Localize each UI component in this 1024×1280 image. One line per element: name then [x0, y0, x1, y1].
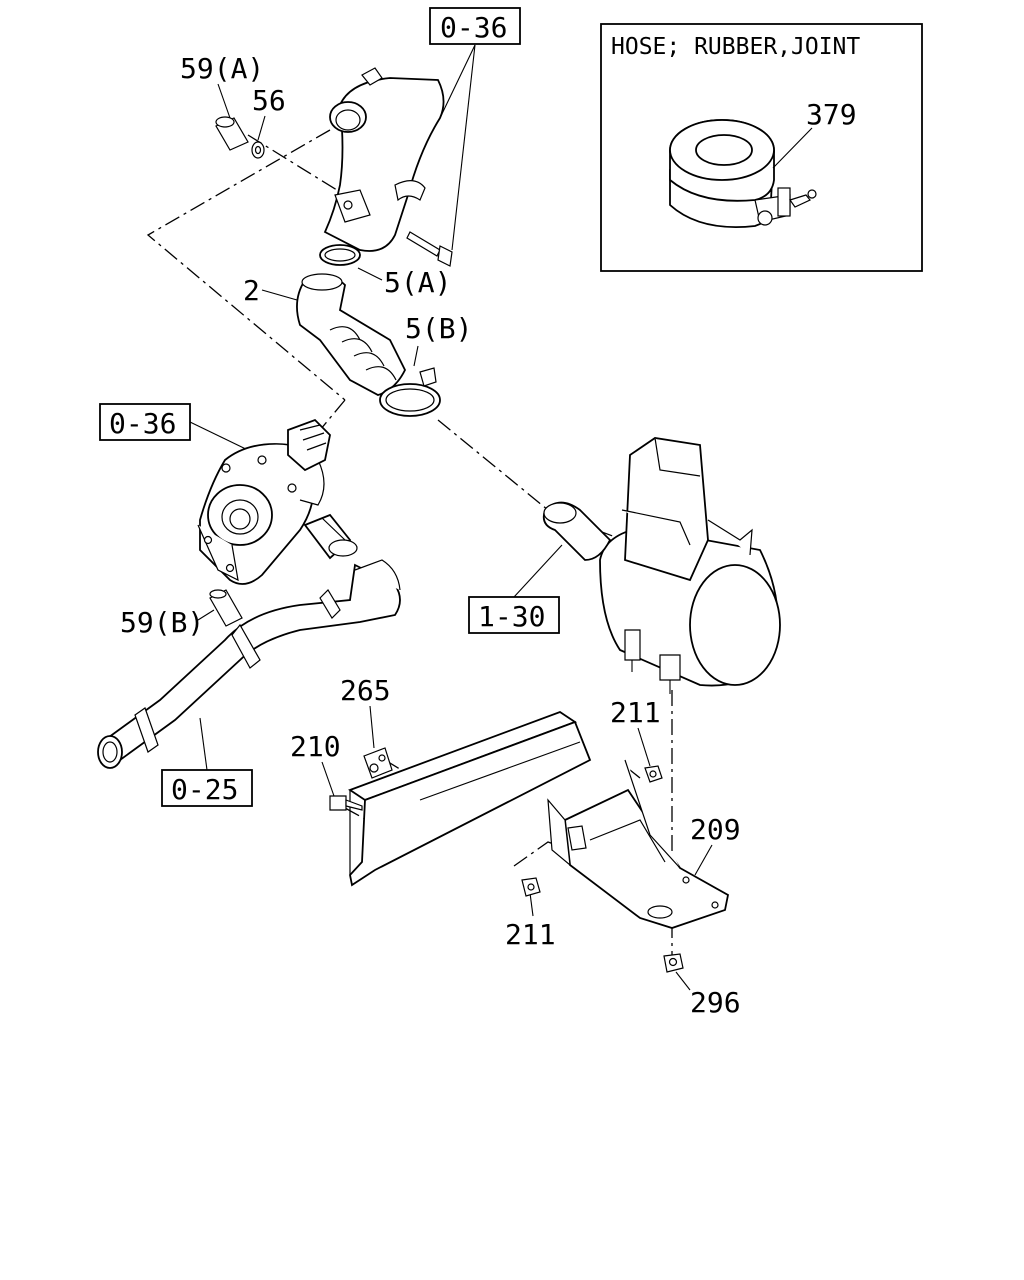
leader-ref-left — [189, 421, 253, 453]
label-59b: 59(B) — [120, 606, 204, 639]
turbocharger — [197, 418, 331, 585]
label-5b: 5(B) — [405, 312, 472, 345]
label-5a: 5(A) — [384, 266, 451, 299]
spacer-59a — [215, 116, 249, 151]
ref-box-left: 0-36 — [99, 403, 191, 441]
leader-59a — [217, 83, 231, 119]
nut-211-bottom — [521, 877, 541, 897]
rubber-joint-illustration — [669, 119, 817, 228]
ref-air-cleaner-text: 1-30 — [478, 600, 545, 633]
label-210: 210 — [290, 730, 341, 763]
ref-top-text: 0-36 — [440, 11, 507, 44]
label-211-bottom: 211 — [505, 918, 556, 951]
leader-5a — [357, 267, 383, 281]
frame-rail — [348, 710, 592, 887]
leader-ref-top-a — [439, 44, 476, 119]
inset-title: HOSE; RUBBER,JOINT — [611, 34, 860, 60]
bolt-upper — [406, 231, 453, 267]
bracket-209 — [547, 759, 730, 929]
leader-211-bottom — [529, 892, 534, 917]
inset-frame — [600, 23, 923, 272]
label-56: 56 — [252, 84, 286, 117]
bolt-210 — [329, 795, 363, 811]
ref-box-air-cleaner: 1-30 — [468, 596, 560, 634]
label-296: 296 — [690, 986, 741, 1019]
inset-panel: HOSE; RUBBER,JOINT 379 — [600, 23, 923, 272]
upper-elbow-duct — [323, 67, 445, 252]
washer-56 — [251, 141, 265, 159]
leader-296 — [675, 971, 691, 991]
leader-209 — [694, 844, 713, 876]
leader-211-top — [637, 727, 651, 767]
pipe-0-25 — [97, 559, 401, 769]
leader-5b — [413, 345, 419, 367]
ref-box-top: 0-36 — [429, 7, 521, 45]
ref-pipe-text: 0-25 — [171, 773, 238, 806]
nut-296 — [663, 953, 684, 973]
label-2: 2 — [243, 274, 260, 307]
leader-ref-top-b — [451, 44, 476, 251]
label-211-top: 211 — [610, 696, 661, 729]
clip-265 — [363, 747, 393, 779]
leader-ref-pipe — [199, 717, 208, 771]
label-59a: 59(A) — [180, 52, 264, 85]
leader-ref-air-cleaner — [513, 544, 563, 598]
leader-56 — [257, 115, 266, 141]
leader-379 — [772, 127, 813, 169]
ref-left-text: 0-36 — [109, 407, 176, 440]
leader-2 — [261, 289, 298, 301]
spacer-59b — [209, 589, 243, 627]
air-cleaner — [542, 437, 781, 694]
clamp-5b — [379, 367, 441, 417]
label-379: 379 — [806, 98, 857, 131]
nut-211-top — [644, 765, 663, 783]
ref-box-pipe: 0-25 — [161, 769, 253, 807]
label-209: 209 — [690, 813, 741, 846]
label-265: 265 — [340, 674, 391, 707]
intake-hose-2 — [296, 273, 407, 396]
leader-265 — [369, 705, 375, 749]
leader-59b — [197, 609, 215, 621]
outlet-hose — [303, 513, 358, 560]
leader-210 — [321, 761, 335, 797]
clamp-5a — [319, 244, 361, 266]
